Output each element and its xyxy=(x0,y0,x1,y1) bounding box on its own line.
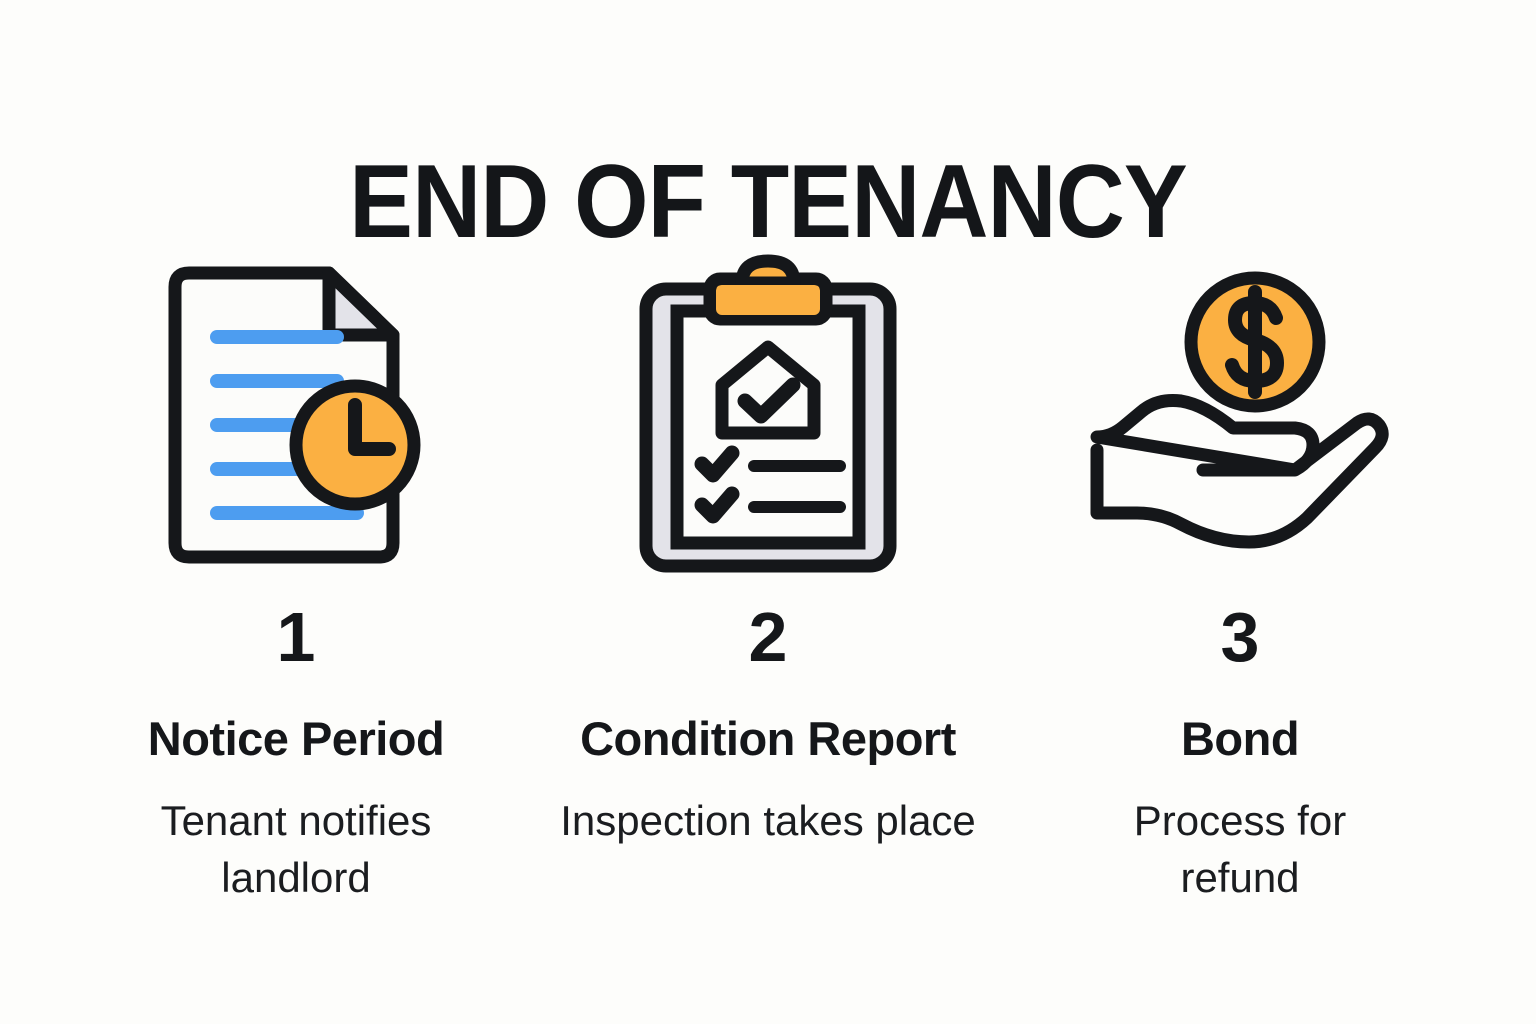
step-2-heading: Condition Report xyxy=(580,712,956,765)
step-1-description: Tenant notifies landlord xyxy=(160,797,432,902)
document-clock-icon xyxy=(168,266,421,564)
page-title: END OF TENANCY xyxy=(349,143,1188,260)
step-card-1: 1 Notice Period Tenant notifies landlord xyxy=(60,250,532,907)
step-2-number: 2 xyxy=(748,598,788,676)
step-3-description: Process for refund xyxy=(1133,797,1347,902)
step-1-heading: Notice Period xyxy=(147,712,445,765)
step-3-icon-container xyxy=(1004,250,1476,580)
step-1-number: 1 xyxy=(276,598,316,676)
step-1-icon-container xyxy=(60,250,532,580)
steps-row: 1 Notice Period Tenant notifies landlord xyxy=(60,250,1476,907)
step-3-heading: Bond xyxy=(1180,712,1300,765)
step-card-3: 3 Bond Process for refund xyxy=(1004,250,1476,907)
step-2-description: Inspection takes place xyxy=(560,797,976,845)
step-2-icon-container xyxy=(532,250,1004,580)
step-3-number: 3 xyxy=(1220,598,1260,676)
hand-holding-coin-icon xyxy=(1090,271,1389,549)
clipboard-checklist-icon xyxy=(639,254,897,572)
step-card-2: 2 Condition Report Inspection takes plac… xyxy=(532,250,1004,850)
